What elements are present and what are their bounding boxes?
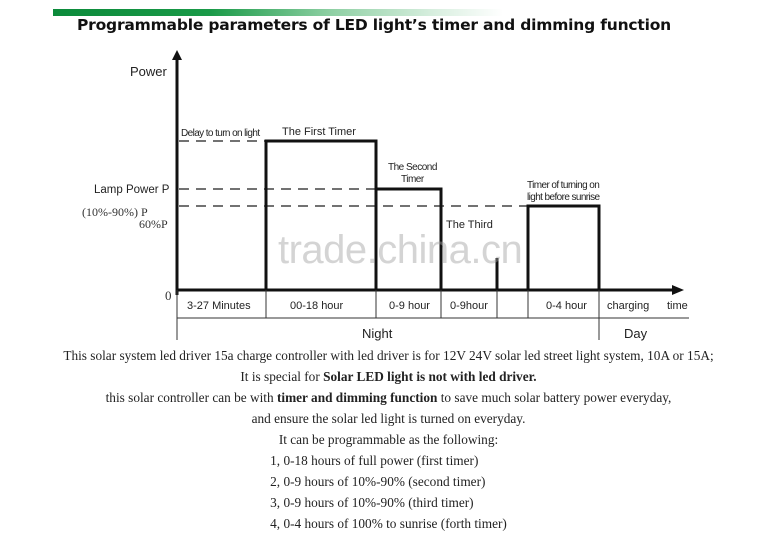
list-item: 1, 0-18 hours of full power (first timer… — [270, 453, 479, 468]
origin-label: 0 — [165, 288, 172, 303]
segment-charging: charging — [607, 300, 649, 312]
dim-range-label: (10%-90%) P — [82, 205, 148, 219]
segment-delay: 3-27 Minutes — [187, 300, 251, 312]
second-timer-label-1: The Second — [388, 162, 437, 173]
fourth-timer-label-1: Timer of turning on — [527, 180, 599, 191]
dim-60-label: 60%P — [139, 217, 168, 231]
delay-label: Delay to turn on light — [181, 128, 260, 139]
x-axis-arrow-icon — [672, 285, 684, 295]
list-item: 2, 0-9 hours of 10%-90% (second timer) — [270, 474, 486, 489]
text-span: It is special for — [240, 369, 324, 384]
description: This solar system led driver 15a charge … — [0, 345, 777, 534]
bold-span: timer and dimming function — [276, 390, 438, 405]
bold-span: Solar LED light is not with led driver. — [323, 369, 537, 384]
fourth-timer-pulse — [526, 204, 601, 290]
description-line: It can be programmable as the following: — [278, 432, 499, 447]
list-item: 4, 0-4 hours of 100% to sunrise (forth t… — [270, 516, 507, 531]
description-line: this solar controller can be with timer … — [0, 387, 777, 408]
watermark: trade.china.cn — [278, 228, 523, 272]
lamp-power-label: Lamp Power P — [94, 184, 170, 196]
y-axis-label: Power — [130, 64, 168, 79]
segment-fourth: 0-4 hour — [546, 300, 587, 312]
description-line: It is special for Solar LED light is not… — [0, 366, 777, 387]
text-span: to save much solar battery power everyda… — [437, 390, 672, 405]
second-timer-label-2: Timer — [401, 174, 425, 185]
segment-second: 0-9 hour — [389, 300, 430, 312]
description-line: and ensure the solar led light is turned… — [251, 411, 526, 426]
y-axis-arrow-icon — [172, 50, 182, 60]
third-timer-label: The Third — [446, 219, 493, 231]
x-axis-label: time — [667, 300, 688, 312]
program-list: 1, 0-18 hours of full power (first timer… — [270, 450, 507, 534]
first-timer-label: The First Timer — [282, 126, 356, 138]
header-banner — [53, 9, 503, 16]
day-label: Day — [624, 326, 648, 341]
page-title: Programmable parameters of LED light’s t… — [77, 16, 671, 34]
night-label: Night — [362, 326, 393, 341]
segment-first: 00-18 hour — [290, 300, 344, 312]
list-item: 3, 0-9 hours of 10%-90% (third timer) — [270, 495, 474, 510]
text-span: this solar controller can be with — [105, 390, 277, 405]
timer-diagram: Power 0 Lamp Power P (10%-90%) P 60%P De… — [82, 50, 689, 341]
fourth-timer-label-2: light before sunrise — [527, 192, 601, 203]
segment-third: 0-9hour — [450, 300, 488, 312]
description-line: This solar system led driver 15a charge … — [63, 348, 714, 363]
second-timer-pulse — [376, 187, 443, 290]
first-timer-pulse — [264, 139, 378, 290]
